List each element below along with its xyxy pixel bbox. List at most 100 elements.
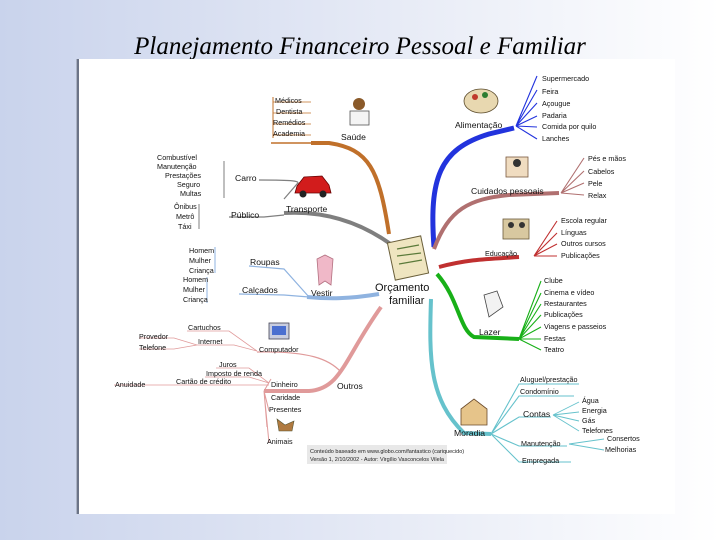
contas-item: Telefones: [582, 426, 613, 435]
alimentacao-item: Feira: [542, 87, 558, 96]
manutencao-item: Melhorias: [605, 445, 637, 454]
house-icon: [460, 398, 488, 426]
outros-group: Outros Computador Cartuchos Internet Pro…: [114, 322, 363, 446]
alimentacao-branch: [430, 125, 515, 248]
money-illustration: [386, 235, 430, 281]
cartao-label: Cartão de crédito: [176, 377, 231, 386]
footer-line-1: Conteúdo baseado em www.globo.com/fantas…: [310, 449, 464, 455]
educacao-label: Educação: [485, 249, 517, 258]
anuidade-label: Anuidade: [115, 380, 145, 389]
contas-item: Gás: [582, 416, 596, 425]
juros-label: Juros: [219, 360, 237, 369]
outros-item: Caridade: [271, 393, 300, 402]
slide-title: Planejamento Financeiro Pessoal e Famili…: [134, 33, 586, 60]
alimentacao-item: Comida por quilo: [542, 122, 596, 131]
internet-label: Internet: [198, 337, 222, 346]
alimentacao-group: Alimentação Supermercado Feira Açougue P…: [455, 74, 596, 143]
contas-item: Água: [582, 396, 599, 405]
doctor-coat-icon: [349, 110, 370, 126]
roupas-item: Criança: [189, 266, 214, 275]
lazer-branch: [435, 272, 520, 341]
alimentacao-item: Açougue: [542, 99, 570, 108]
contas-label: Contas: [523, 409, 550, 419]
lazer-leaves: [518, 280, 542, 351]
calcados-label: Calçados: [242, 285, 278, 295]
calcados-item: Criança: [183, 295, 208, 304]
center-label-line1: Orçamento: [375, 282, 429, 294]
empregada-label: Empregada: [522, 456, 559, 465]
transporte-group: Transporte Carro Combustível Manutenção …: [157, 153, 332, 231]
publico-item: Ônibus: [174, 202, 197, 211]
dinheiro-label: Dinheiro: [271, 380, 298, 389]
student-icon: [508, 222, 514, 228]
saude-item: Remédios: [273, 118, 306, 127]
lazer-item: Publicações: [544, 310, 583, 319]
mind-map: Orçamento familiar Médicos Dentista Remé…: [114, 74, 640, 465]
saude-branch: [311, 141, 391, 235]
cuidados-item: Pele: [588, 179, 602, 188]
roupas-connector: [248, 265, 310, 298]
person-head-icon: [513, 159, 521, 167]
provedor-label: Provedor: [139, 332, 169, 341]
lazer-item: Cinema e vídeo: [544, 288, 594, 297]
cartuchos-line: [187, 330, 258, 352]
computador-connector: [256, 351, 342, 373]
manutencao-label: Manutenção: [521, 439, 561, 448]
contas-item: Energia: [582, 406, 607, 415]
lazer-group: Lazer Clube Cinema e vídeo Restaurantes …: [479, 276, 607, 354]
alimentacao-leaves: [515, 75, 538, 140]
educacao-item: Escola regular: [561, 216, 608, 225]
saude-item: Médicos: [275, 96, 302, 105]
car-wheel-icon: [299, 190, 307, 198]
carro-connector: [258, 179, 299, 200]
publico-item: Metrô: [176, 212, 194, 221]
manutencao-connector: [490, 433, 567, 447]
moradia-upper-leaves: [490, 383, 579, 435]
condominio-label: Condomínio: [520, 387, 559, 396]
carro-item: Combustível: [157, 153, 197, 162]
telefone-label: Telefone: [139, 343, 166, 352]
lazer-item: Festas: [544, 334, 566, 343]
cuidados-item: Cabelos: [588, 167, 615, 176]
lazer-item: Teatro: [544, 345, 564, 354]
vestir-label: Vestir: [311, 288, 333, 298]
roupas-item: Homem: [189, 246, 214, 255]
center-label-line2: familiar: [389, 295, 425, 307]
calcados-connector: [238, 293, 310, 298]
saude-label: Saúde: [341, 132, 366, 142]
cuidados-label: Cuidados pessoais: [471, 186, 544, 196]
footer-credit-box: [307, 445, 447, 464]
saude-item: Academia: [273, 129, 305, 138]
carro-label: Carro: [235, 173, 257, 183]
internet-line: [197, 344, 258, 352]
contas-connector: [490, 416, 551, 435]
lazer-item: Viagens e passeios: [544, 322, 607, 331]
computador-label: Computador: [259, 345, 299, 354]
vegetable-icon: [482, 92, 488, 98]
imposto-line: [205, 376, 270, 384]
cuidados-group: Cuidados pessoais Pés e mãos Cabelos Pel…: [471, 154, 626, 200]
carro-item: Manutenção: [157, 162, 197, 171]
manutencao-leaves: [568, 438, 605, 451]
moradia-branch: [428, 298, 492, 436]
money-lines: [396, 244, 423, 265]
transporte-branch: [283, 210, 399, 251]
educacao-group: Educação Escola regular Línguas Outros c…: [485, 216, 608, 260]
footer-line-2: Versão 1, 2/10/2002 - Autor: Virgílio Va…: [310, 457, 445, 463]
car-icon: [294, 175, 332, 194]
car-wheel-icon: [319, 190, 327, 198]
transporte-label: Transporte: [286, 204, 327, 214]
doctor-icon: [353, 98, 365, 110]
roupas-item: Mulher: [189, 256, 212, 265]
outros-item: Animais: [267, 437, 293, 446]
juros-line: [216, 367, 270, 384]
lazer-label: Lazer: [479, 327, 501, 337]
carro-item: Multas: [180, 189, 202, 198]
lazer-item: Clube: [544, 276, 563, 285]
educacao-item: Publicações: [561, 251, 600, 260]
food-basket-icon: [463, 88, 499, 114]
alimentacao-item: Padaria: [542, 111, 567, 120]
internet-sub-lines: [139, 337, 198, 350]
aluguel-label: Aluguel/prestação: [520, 375, 578, 384]
outros-leaves: [263, 390, 270, 444]
